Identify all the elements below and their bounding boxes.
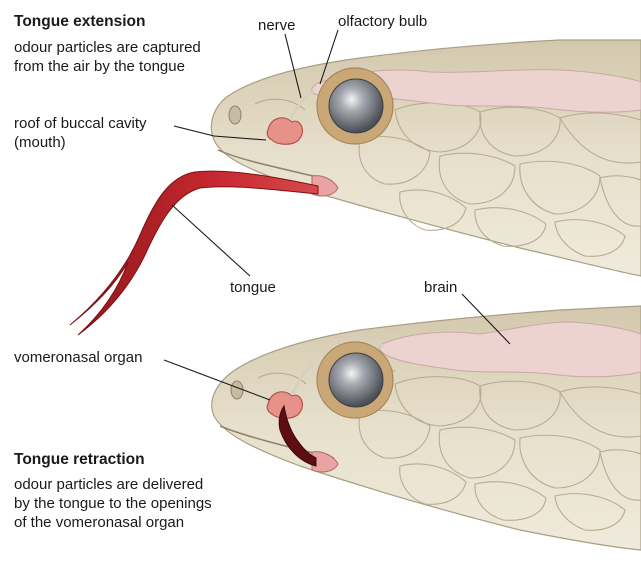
leader-tongue [171,204,251,277]
leader-nerve [284,33,302,99]
head-top-eye [328,78,384,134]
label-roof-buccal-cavity: roof of buccal cavity (mouth) [14,115,147,151]
label-brain: brain [424,279,458,296]
head-bottom-brain [379,321,641,378]
leader-lines [163,29,511,401]
heading-tongue-retraction: Tongue retraction [14,451,145,468]
leader-roof [173,125,267,141]
head-top-nostril [228,105,242,125]
head-bottom-eye [328,352,384,408]
heading-tongue-extension: Tongue extension [14,13,146,30]
label-tongue: tongue [230,279,276,296]
caption-tongue-retraction: odour particles are delivered by the ton… [14,476,212,531]
label-nerve: nerve [258,17,296,34]
head-bottom-nostril [230,380,244,400]
caption-tongue-extension: odour particles are captured from the ai… [14,39,201,75]
head-bottom-vomeronasal-organ [266,391,304,419]
label-vomeronasal-organ: vomeronasal organ [14,349,143,366]
leader-vomeronasal [163,359,271,401]
head-top-nerve [288,89,315,121]
leader-olfactory-bulb [319,29,339,85]
leader-brain [461,293,511,345]
head-bottom [211,305,641,551]
head-bottom-tongue-sheath [311,451,339,473]
head-top [69,39,641,336]
head-bottom-nerve [290,363,313,395]
label-olfactory-bulb: olfactory bulb [338,13,428,30]
tongue-extended [69,170,319,336]
tongue-retracted [278,404,317,467]
head-top-vomeronasal-organ [266,117,304,145]
